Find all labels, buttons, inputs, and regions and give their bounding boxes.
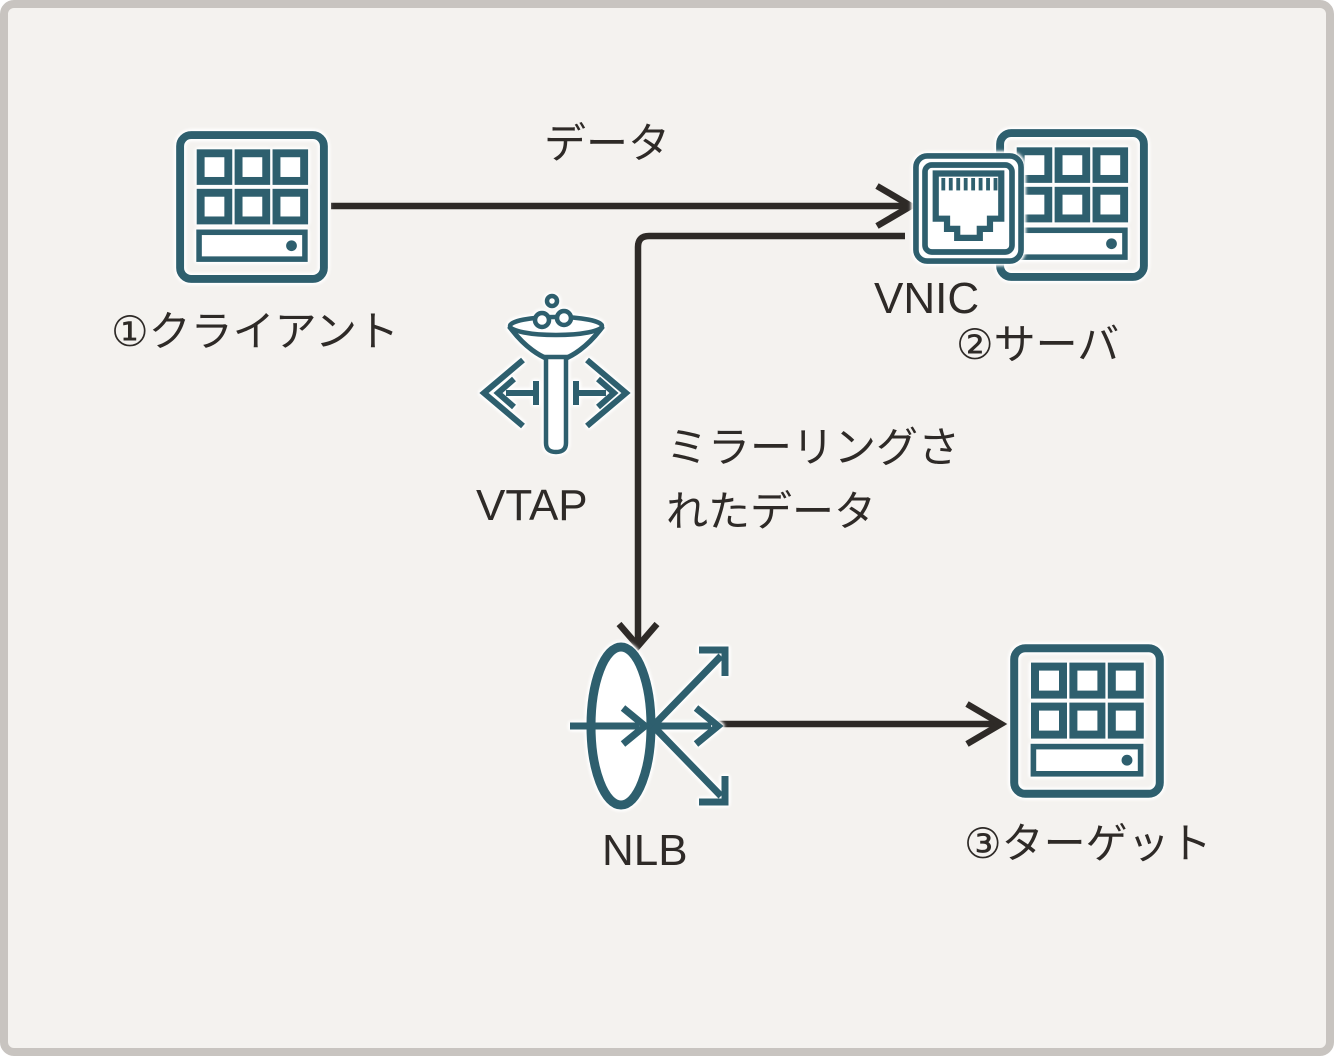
server-computer-icon: [996, 129, 1148, 281]
target-computer-icon: [1010, 644, 1164, 798]
data-edge-label: データ: [544, 120, 671, 167]
connector-arrows: [331, 183, 1008, 747]
nlb-label: NLB: [602, 826, 688, 875]
vnic-label: VNIC: [874, 274, 980, 323]
client-label: ①クライアント: [111, 308, 399, 355]
mirrored-data-edge-label: ミラーリングさ れたデータ: [666, 424, 961, 535]
vtap-label: VTAP: [476, 481, 588, 530]
server-label: ②サーバ: [956, 321, 1120, 368]
vtap-funnel-tap-icon: [479, 293, 631, 455]
vnic-ethernet-port-icon: [913, 153, 1024, 264]
client-computer-icon: [176, 131, 328, 283]
mirrored-data-arrow: [616, 232, 905, 651]
data-arrow: [331, 183, 918, 229]
target-label: ③ターゲット: [964, 820, 1212, 867]
nlb-target-arrow: [711, 701, 1008, 747]
nlb-load-balancer-icon: [570, 642, 729, 810]
